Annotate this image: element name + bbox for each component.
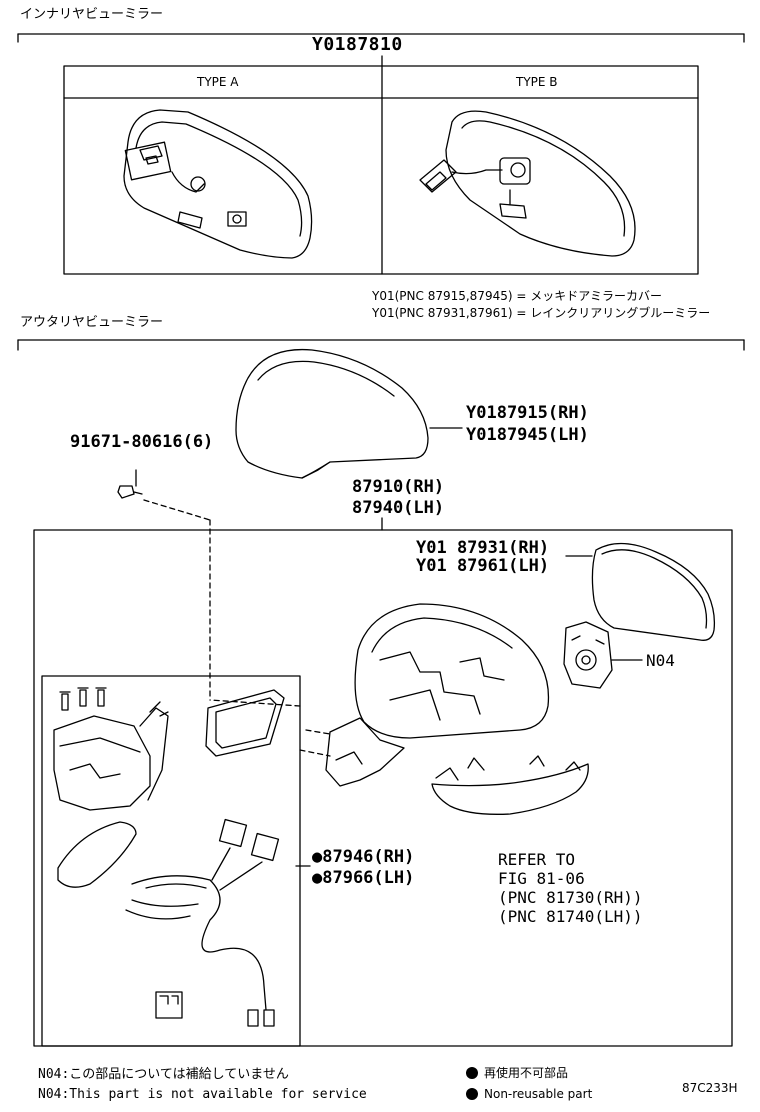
refer-line-1: REFER TO (498, 850, 576, 869)
cover-part-rh: Y0187915(RH) (466, 403, 589, 423)
outer-section-title: アウタリヤビューミラー (20, 315, 164, 330)
mirror-glass-drawing (565, 542, 716, 641)
refer-line-2: FIG 81-06 (498, 869, 585, 888)
outer-section-bracket (17, 339, 745, 351)
legend-bullet-en (466, 1088, 478, 1100)
assembly-part-lh: 87940(LH) (352, 498, 445, 518)
mirror-cover-drawing (235, 348, 463, 479)
legend-bullet-jp (466, 1067, 478, 1079)
mirror-housing-drawing (299, 603, 550, 787)
inner-part-number: Y0187810 (312, 34, 403, 55)
footer-n04-en: N04:This part is not available for servi… (38, 1087, 367, 1102)
legend-text-en: Non-reusable part (484, 1087, 593, 1101)
assembly-frame (33, 517, 733, 1047)
screw-drawing (117, 469, 211, 701)
glass-part-lh: Y01 87961(LH) (416, 556, 550, 576)
harness-part-rh: ●87946(RH) (312, 847, 415, 867)
inner-mirror-type-a (123, 109, 313, 259)
diagram-code: 87C233H (682, 1081, 738, 1095)
inner-mirror-table (63, 55, 699, 275)
inner-note-line2: Y01(PNC 87931,87961) = レインクリアリングブルーミラー (372, 306, 711, 320)
n04-label: N04 (646, 651, 675, 670)
inner-mirror-type-b (419, 110, 636, 257)
legend-text-jp: 再使用不可部品 (484, 1066, 569, 1080)
inner-section-bracket (17, 33, 745, 43)
turn-signal-drawing (431, 755, 589, 815)
screw-part-number: 91671-80616(6) (70, 432, 214, 452)
inner-note-line1: Y01(PNC 87915,87945) = メッキドアミラーカバー (372, 289, 662, 303)
sub-box-parts-drawing (53, 687, 301, 1027)
type-a-header: TYPE A (197, 75, 239, 89)
footer-n04-jp: N04:この部品については補給していません (38, 1067, 289, 1082)
cover-part-lh: Y0187945(LH) (466, 425, 589, 445)
actuator-drawing (563, 621, 643, 689)
harness-part-lh: ●87966(LH) (312, 868, 415, 888)
sub-assembly-box (41, 675, 301, 1047)
refer-line-3: (PNC 81730(RH)) (498, 888, 643, 907)
assembly-part-rh: 87910(RH) (352, 477, 445, 497)
inner-section-title: インナリヤビューミラー (20, 7, 164, 22)
refer-line-4: (PNC 81740(LH)) (498, 907, 643, 926)
type-b-header: TYPE B (516, 75, 558, 89)
glass-part-rh: Y01 87931(RH) (416, 538, 550, 558)
